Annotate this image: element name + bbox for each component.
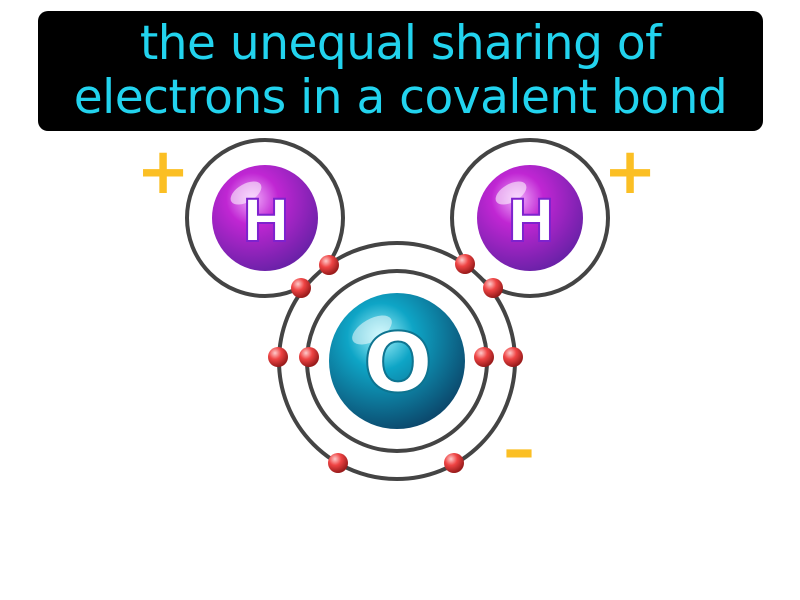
- electron: [328, 453, 348, 473]
- electron: [483, 278, 503, 298]
- hydrogen-left-atom: H: [212, 165, 318, 271]
- electron: [319, 255, 339, 275]
- hydrogen-right-label: H: [507, 187, 556, 255]
- positive-charge-left: +: [136, 135, 190, 209]
- title-line-2: electrons in a covalent bond: [73, 70, 728, 125]
- oxygen-atom: O: [329, 293, 465, 429]
- oxygen-label: O: [363, 317, 433, 412]
- positive-charge-right: +: [603, 135, 657, 209]
- hydrogen-left-label: H: [242, 187, 291, 255]
- electrons: [268, 254, 523, 473]
- electron: [474, 347, 494, 367]
- title-banner: the unequal sharing of electrons in a co…: [38, 11, 763, 131]
- hydrogen-right-atom: H: [477, 165, 583, 271]
- title-line-1: the unequal sharing of: [139, 16, 662, 71]
- electron: [268, 347, 288, 367]
- electron: [503, 347, 523, 367]
- electron: [444, 453, 464, 473]
- negative-charge: –: [503, 413, 535, 487]
- electron: [455, 254, 475, 274]
- electron: [299, 347, 319, 367]
- electron: [291, 278, 311, 298]
